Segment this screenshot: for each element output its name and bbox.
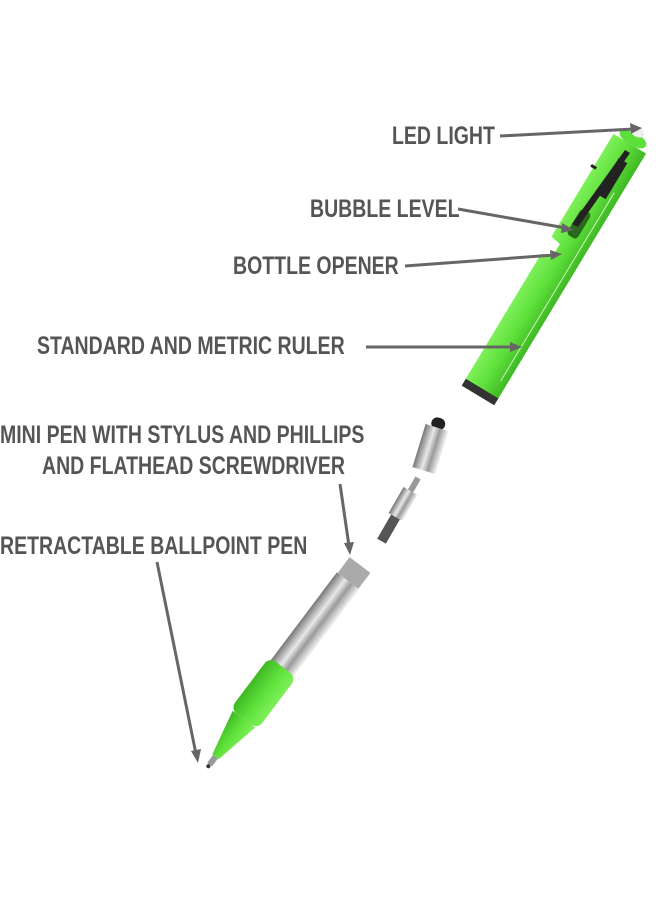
label-bubble-level: BUBBLE LEVEL xyxy=(310,195,460,223)
label-bottle-opener: BOTTLE OPENER xyxy=(233,252,399,280)
label-ballpoint: RETRACTABLE BALLPOINT PEN xyxy=(0,532,308,560)
arrow-led xyxy=(499,127,635,138)
bottle-opener-notch xyxy=(541,236,560,257)
arrow-ballpoint xyxy=(155,561,198,755)
callout-arrows xyxy=(155,127,635,755)
label-mini-pen-line1: MINI PEN WITH STYLUS AND PHILLIPS xyxy=(0,421,365,449)
pen-clip xyxy=(572,150,630,227)
arrow-bubble xyxy=(457,207,567,230)
stylus-cap xyxy=(412,417,449,475)
label-ruler: STANDARD AND METRIC RULER xyxy=(37,332,345,360)
arrow-mini-pen xyxy=(338,483,351,547)
screwdriver-bit xyxy=(377,476,421,544)
ballpoint-pen xyxy=(206,557,371,769)
label-led-light: LED LIGHT xyxy=(392,122,495,150)
arrow-opener xyxy=(404,253,555,268)
label-mini-pen-line2: AND FLATHEAD SCREWDRIVER xyxy=(42,452,345,480)
